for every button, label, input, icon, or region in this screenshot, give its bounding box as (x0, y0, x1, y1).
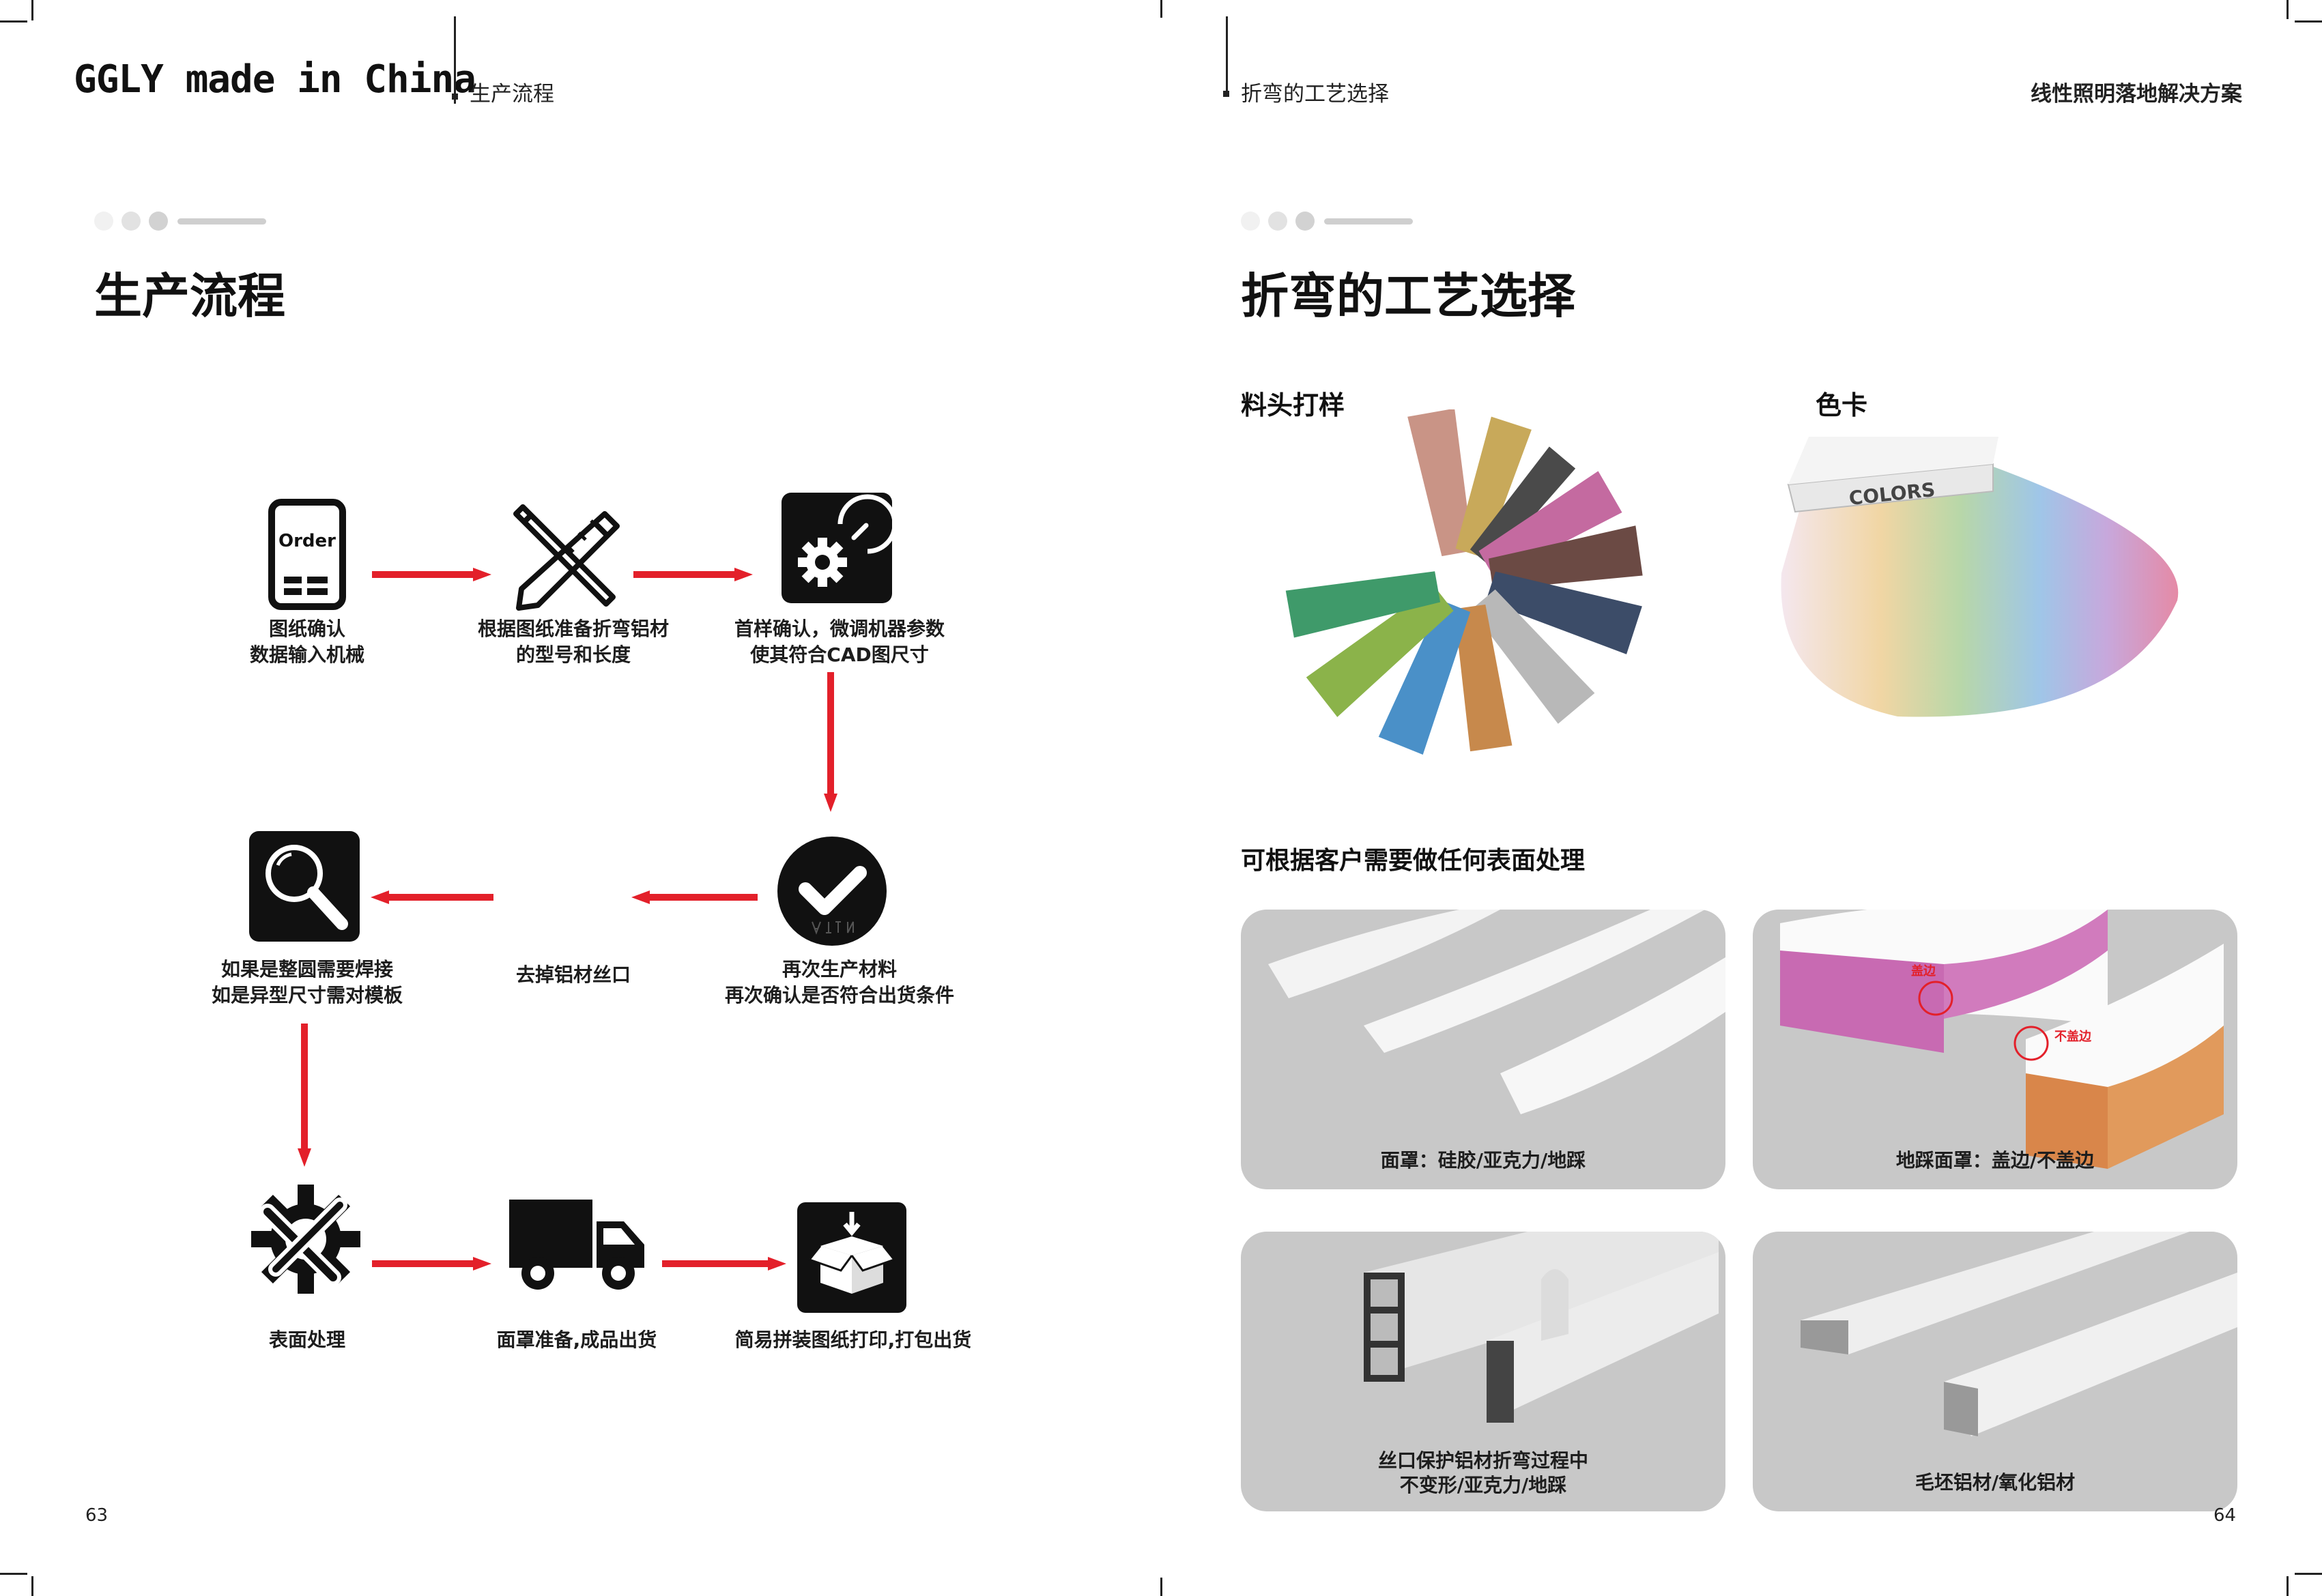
step-caption: 面罩准备,成品出货 (496, 1329, 657, 1351)
surface-card-floor-cover: 盖边 不盖边 地踩面罩：盖边/不盖边 (1753, 910, 2237, 1189)
crop-mark (31, 1576, 33, 1596)
step-caption: 去掉铝材丝口 (515, 963, 631, 986)
tag-covered-edge: 盖边 (1911, 964, 1936, 978)
flow-arrow-down (296, 1024, 313, 1170)
right-page-title: 折弯的工艺选择 (1241, 268, 1575, 324)
delivery-truck-icon (506, 1195, 650, 1298)
pencil-ruler-icon (511, 502, 623, 611)
order-form-icon: Order (268, 498, 347, 611)
flow-arrow-left (631, 889, 758, 908)
step-caption: 首样确认，微调机器参数 使其符合CAD图尺寸 (734, 618, 945, 666)
card-caption: 毛坯铝材/氧化铝材 (1915, 1471, 2076, 1494)
step-caption: 如果是整圆需要焊接 如是异型尺寸需对模板 (211, 958, 403, 1006)
step-caption: 简易拼装图纸打印,打包出货 (734, 1329, 972, 1351)
flow-arrow-right (662, 1256, 786, 1275)
flow-arrow-right (633, 566, 753, 585)
step-caption: 图纸确认 数据输入机械 (249, 618, 364, 666)
crop-mark (31, 0, 33, 20)
check-badge-icon (777, 836, 887, 946)
tools-gear-icon (250, 1184, 361, 1294)
brand-logo: GGLY made in China (74, 57, 476, 102)
title-decoration (1241, 212, 1432, 232)
order-label: Order (278, 531, 336, 551)
surface-card-protection: 丝口保护铝材折弯过程中 不变形/亚克力/地踩 (1241, 1232, 1725, 1511)
surface-heading: 可根据客户需要做任何表面处理 (1241, 847, 1586, 875)
card-caption: 地踩面罩：盖边/不盖边 (1895, 1149, 2095, 1172)
crop-mark (2295, 20, 2322, 23)
flow-arrow-right (372, 566, 491, 585)
flow-arrow-right (372, 1256, 491, 1275)
header-divider (1226, 16, 1228, 97)
step-caption: 表面处理 (268, 1329, 345, 1351)
crop-mark (2295, 1573, 2322, 1575)
card-caption: 面罩：硅胶/亚克力/地踩 (1380, 1149, 1586, 1172)
crop-mark (1160, 1578, 1162, 1596)
page-tagline: 线性照明落地解决方案 (2031, 82, 2242, 106)
title-decoration (94, 212, 285, 232)
crop-mark (0, 1573, 27, 1575)
color-card-fan-image: COLORS (1768, 430, 2211, 737)
crop-mark (0, 20, 27, 23)
package-box-icon (797, 1202, 906, 1313)
colorcard-label: 色卡 (1816, 390, 1868, 420)
crop-mark (2287, 1576, 2289, 1596)
page-number-right: 64 (2213, 1505, 2237, 1526)
samples-label: 料头打样 (1241, 390, 1345, 420)
color-samples-image (1239, 408, 1703, 764)
header-divider (454, 16, 456, 104)
crop-mark (2287, 0, 2289, 19)
flow-arrow-left (371, 889, 493, 908)
header-dot (452, 93, 458, 100)
step-caption: 根据图纸准备折弯铝材 的型号和长度 (477, 618, 669, 666)
step-caption: 再次生产材料 再次确认是否符合出货条件 (724, 958, 954, 1006)
card-caption: 丝口保护铝材折弯过程中 不变形/亚克力/地踩 (1377, 1449, 1588, 1496)
page-number-left: 63 (85, 1505, 109, 1526)
gear-gauge-icon (782, 493, 898, 603)
header-dot (1223, 91, 1229, 97)
surface-card-cover: 面罩：硅胶/亚克力/地踩 (1241, 910, 1725, 1189)
magnifier-icon (249, 831, 360, 942)
right-section-header: 折弯的工艺选择 (1241, 82, 1389, 106)
crop-mark (1160, 0, 1162, 18)
left-section-header: 生产流程 (470, 82, 554, 106)
left-page-title: 生产流程 (94, 268, 285, 324)
tag-uncovered-edge: 不盖边 (2054, 1030, 2091, 1044)
surface-card-raw-aluminum: 毛坯铝材/氧化铝材 (1753, 1232, 2237, 1511)
flow-arrow-down (822, 672, 839, 815)
